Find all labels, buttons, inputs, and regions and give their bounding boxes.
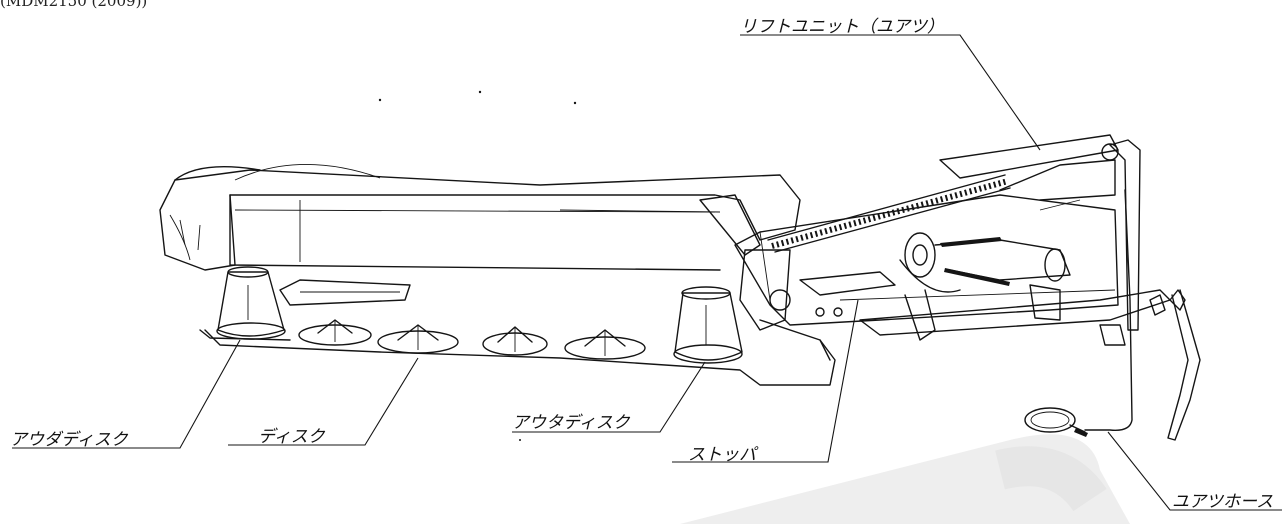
leader-hydraulic-hose: [1107, 431, 1282, 511]
leader-outer-disc-right: [512, 361, 706, 433]
model-header: (MDM2150 (2009)): [0, 0, 148, 10]
lift-spring: [767, 174, 1011, 253]
cutter-bar-cover: [159, 164, 801, 271]
label-outer-disc-right: アウタディスク: [512, 413, 630, 433]
parking-stand: [1167, 289, 1201, 441]
disc-4: [564, 329, 646, 360]
lift-unit-cylinder: [939, 134, 1141, 331]
label-hydraulic-hose: ユアツホース: [1172, 492, 1274, 512]
label-lift-unit: リフトユニット（ユアツ）: [740, 17, 944, 37]
cutter-bar: [199, 279, 836, 386]
watermark-stroke: [995, 446, 1107, 512]
outer-disc-left-drum: [216, 266, 286, 340]
leader-stopper: [672, 299, 859, 463]
label-stopper: ストッパ: [688, 445, 756, 465]
leader-outer-disc-left: [12, 339, 241, 449]
disc-2: [377, 324, 459, 354]
hydraulic-hose: [1024, 189, 1133, 437]
disc-3: [482, 326, 548, 356]
hitch-frame: [859, 284, 1186, 346]
leader-disc: [228, 357, 419, 446]
outer-disc-right-drum: [673, 286, 743, 364]
leader-lift-unit: [740, 34, 1041, 151]
drive-pulley: [899, 232, 1071, 293]
disc-1: [298, 319, 372, 346]
label-disc: ディスク: [258, 427, 325, 447]
label-outer-disc-left: アウダディスク: [10, 430, 128, 450]
